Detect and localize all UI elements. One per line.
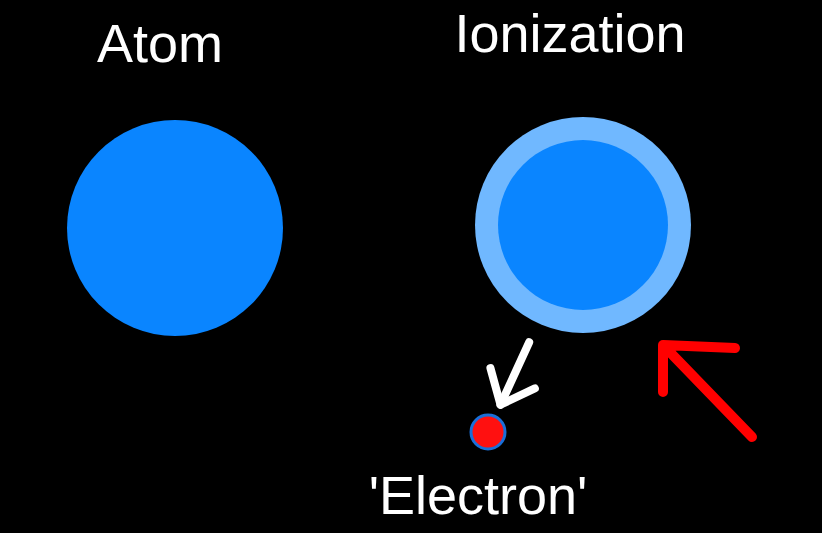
circle-node: Atom (63, 16, 287, 340)
node-label: Atom (97, 16, 223, 70)
pointer-arrow (663, 345, 752, 437)
circle-node: Ionization (454, 6, 695, 337)
ion-core (498, 140, 668, 310)
node-label: 'Electron' (369, 468, 588, 522)
circle-outline (467, 411, 509, 453)
emission-arrow (490, 342, 534, 404)
node-label: Ionization (454, 6, 685, 60)
ion-shell (475, 117, 691, 333)
circle-outline (471, 113, 695, 337)
arrow-stroke (490, 368, 534, 405)
circle-node: 'Electron' (369, 411, 588, 522)
circle-outline (63, 116, 287, 340)
electron-dot (471, 415, 505, 449)
atom-circle (67, 120, 283, 336)
